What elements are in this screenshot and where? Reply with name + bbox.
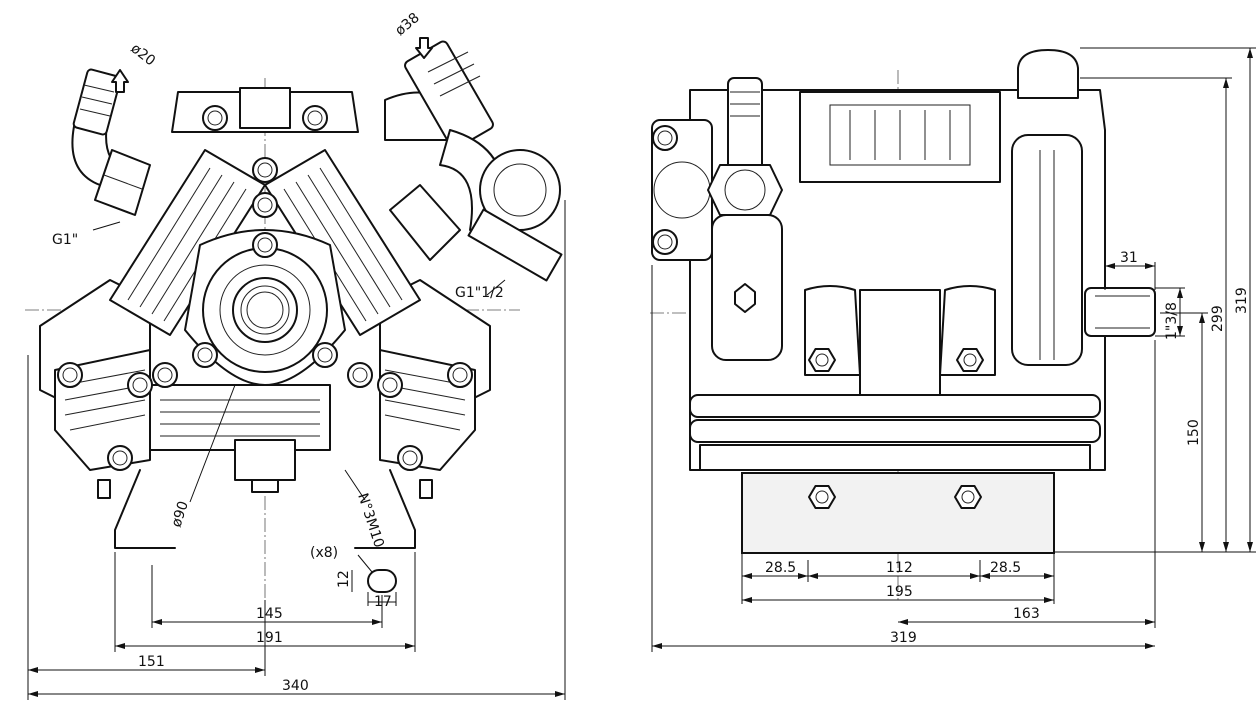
dim-foot-width: 191: [256, 630, 283, 646]
inlet-hose: [71, 68, 151, 216]
label-thread-inlet: G1": [52, 232, 78, 248]
bolt-icon: [347, 362, 373, 388]
outlet-hose: [384, 40, 563, 282]
label-outlet-diameter: ø38: [392, 10, 423, 39]
side-view: 31 1"3/8 299 319: [650, 47, 1256, 652]
label-mount-bolts: N°3M10: [354, 491, 387, 549]
inlet-nut: [94, 149, 151, 216]
bolt-icon: [252, 192, 278, 218]
bolt-icon: [252, 232, 278, 258]
hex-socket-icon: [734, 283, 756, 313]
leader-bolts: [344, 469, 366, 501]
drain-boss: [234, 439, 296, 481]
dimension-height-total: 319: [1080, 47, 1256, 552]
bolt-icon: [377, 372, 403, 398]
leader-thread-inlet: [92, 221, 121, 231]
front-view: ø20 ø38 G1" G1"1/2 ø90 N°3M10 (x8) 12 17…: [25, 10, 566, 700]
leader-flange: [189, 384, 236, 503]
bolt-icon: [127, 372, 153, 398]
bolt-icon: [302, 105, 328, 131]
dim-height-shaft: 299: [1210, 305, 1226, 332]
outlet-nut: [389, 184, 461, 261]
dimension-base-width: 195: [742, 584, 1054, 603]
bolt-icon: [57, 362, 83, 388]
shaft-bore: [232, 277, 298, 343]
dim-overall-length: 319: [890, 630, 917, 646]
bolt-icon: [397, 445, 423, 471]
side-right-cylinder: [1011, 134, 1083, 366]
dim-height-total: 319: [1234, 287, 1250, 314]
dimension-height-base: 150: [1054, 312, 1256, 553]
upper-left-arm: [109, 149, 266, 336]
hex-bolt-icon: [954, 485, 982, 509]
shaft-bore-inner: [240, 285, 290, 335]
bolt-icon: [447, 362, 473, 388]
dimension-hole-spacing: 145: [151, 565, 383, 628]
side-inlet-nut: [707, 164, 783, 216]
label-flange-diameter: ø90: [169, 499, 192, 529]
side-fin-1: [689, 394, 1101, 418]
dim-base-width: 195: [886, 584, 913, 600]
dim-height-base: 150: [1186, 419, 1202, 446]
hex-bolt-icon: [808, 348, 836, 372]
dimension-shaft-length: 31: [1104, 250, 1156, 290]
right-mount-foot: [354, 469, 416, 549]
label-hole-width: 17: [374, 594, 392, 610]
side-lower-housing: [859, 289, 941, 401]
side-outlet-dome: [1017, 49, 1079, 99]
bolt-icon: [312, 342, 338, 368]
upper-right-arm: [264, 149, 421, 336]
dim-overall-width: 340: [282, 678, 309, 694]
dim-center-offset: 151: [138, 654, 165, 670]
dimension-overall-width: 340: [28, 200, 566, 700]
bolt-icon: [107, 445, 133, 471]
leader-thread-outlet: [486, 279, 506, 296]
side-fin-3: [699, 444, 1091, 471]
inlet-arrow-icon: [111, 69, 129, 93]
bolt-icon: [652, 125, 678, 151]
outlet-arrow-icon: [415, 37, 433, 59]
dim-shaft-offset: 163: [1013, 606, 1040, 622]
dimension-overall-length: 319: [651, 265, 1155, 652]
dimension-height-shaft: 299: [1080, 77, 1232, 552]
dimension-center-offset: 151: [27, 355, 266, 700]
slotted-hole-icon: [367, 569, 397, 593]
left-mount-foot: [114, 469, 176, 549]
flange-ring: [219, 264, 311, 356]
dim-hole-spacing: 145: [256, 606, 283, 622]
right-foot-stud: [419, 479, 433, 499]
side-base-block: [741, 472, 1055, 554]
dimension-base-segments: 28.5 112 28.5: [741, 553, 1055, 604]
drain-plug: [251, 479, 279, 493]
left-foot-stud: [97, 479, 111, 499]
bolt-icon: [152, 362, 178, 388]
bolt-icon: [202, 105, 228, 131]
dim-base-middle: 112: [886, 560, 913, 576]
bolt-icon: [652, 229, 678, 255]
label-hole-count: (x8): [310, 545, 338, 561]
side-inlet-stub: [707, 77, 783, 216]
side-drive-shaft: [1084, 287, 1156, 337]
hex-bolt-icon: [956, 348, 984, 372]
dimension-shaft-offset: 163: [898, 340, 1156, 628]
hex-bolt-icon: [808, 485, 836, 509]
dim-base-left: 28.5: [765, 560, 796, 576]
label-thread-outlet: G1"1/2: [455, 285, 504, 301]
label-hole-height: 12: [336, 570, 352, 588]
dimension-shaft-size: 1"3/8: [1155, 287, 1185, 340]
bolt-icon: [252, 157, 278, 183]
top-valve-cap: [239, 87, 291, 129]
side-lower-housing-right: [939, 285, 996, 376]
bolt-icon: [192, 342, 218, 368]
dim-base-right: 28.5: [990, 560, 1021, 576]
dim-shaft-size: 1"3/8: [1164, 302, 1180, 340]
side-fin-2: [689, 419, 1101, 443]
dim-shaft-length: 31: [1120, 250, 1138, 266]
label-inlet-diameter: ø20: [128, 41, 159, 70]
